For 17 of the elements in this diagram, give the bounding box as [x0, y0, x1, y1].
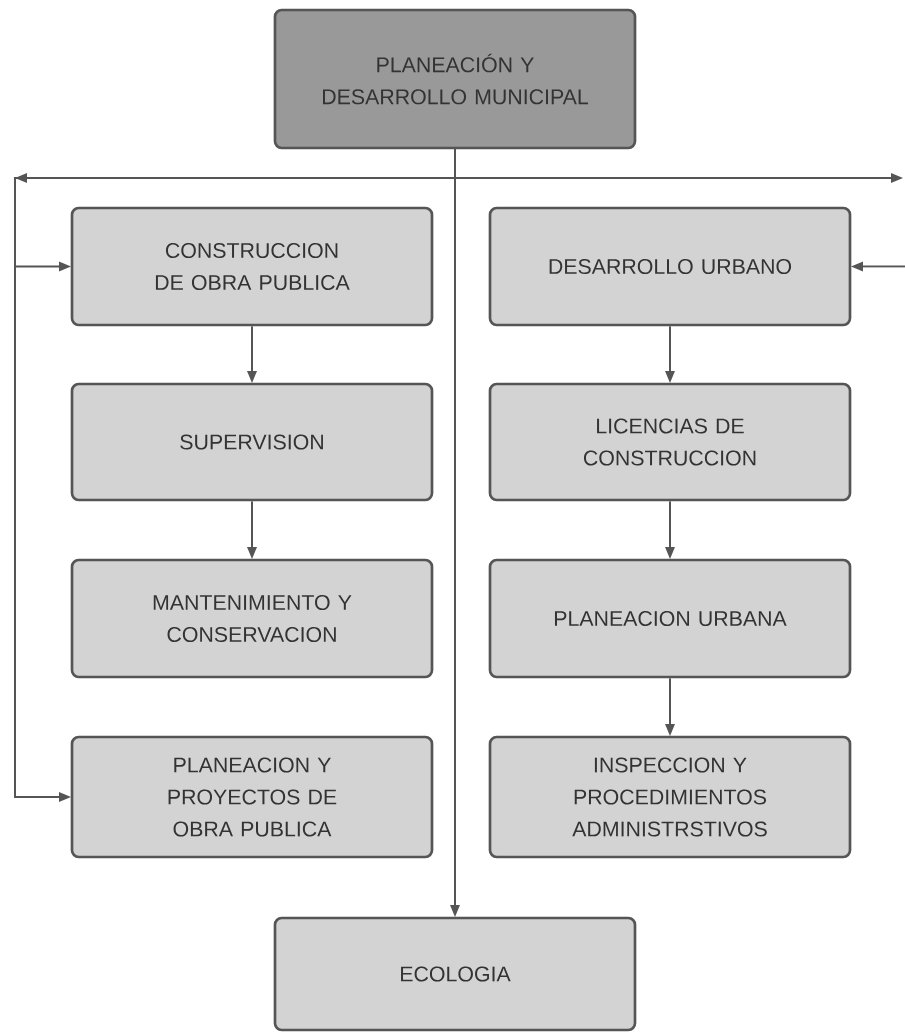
department-box: INSPECCION Y PROCEDIMIENTOS ADMINISTRSTIVOS	[488, 735, 852, 859]
arrow	[247, 500, 257, 559]
department-box: CONSTRUCCION DE OBRA PUBLICA	[70, 206, 434, 327]
arrow	[247, 325, 257, 383]
arrow	[665, 677, 675, 736]
department-box: SUPERVISION	[70, 382, 434, 502]
department-box: DESARROLLO URBANO	[488, 206, 852, 327]
department-box: ECOLOGIA	[273, 916, 637, 1032]
arrow	[665, 500, 675, 559]
arrow	[450, 148, 460, 917]
arrow	[851, 261, 905, 272]
department-box: MANTENIMIENTO Y CONSERVACION	[70, 558, 434, 679]
arrow	[665, 325, 675, 383]
department-box: PLANEACION URBANA	[488, 558, 852, 679]
department-box: LICENCIAS DE CONSTRUCCION	[488, 382, 852, 502]
department-box: PLANEACION Y PROYECTOS DE OBRA PUBLICA	[70, 735, 434, 859]
department-box: PLANEACIÓN Y DESARROLLO MUNICIPAL	[273, 8, 637, 150]
